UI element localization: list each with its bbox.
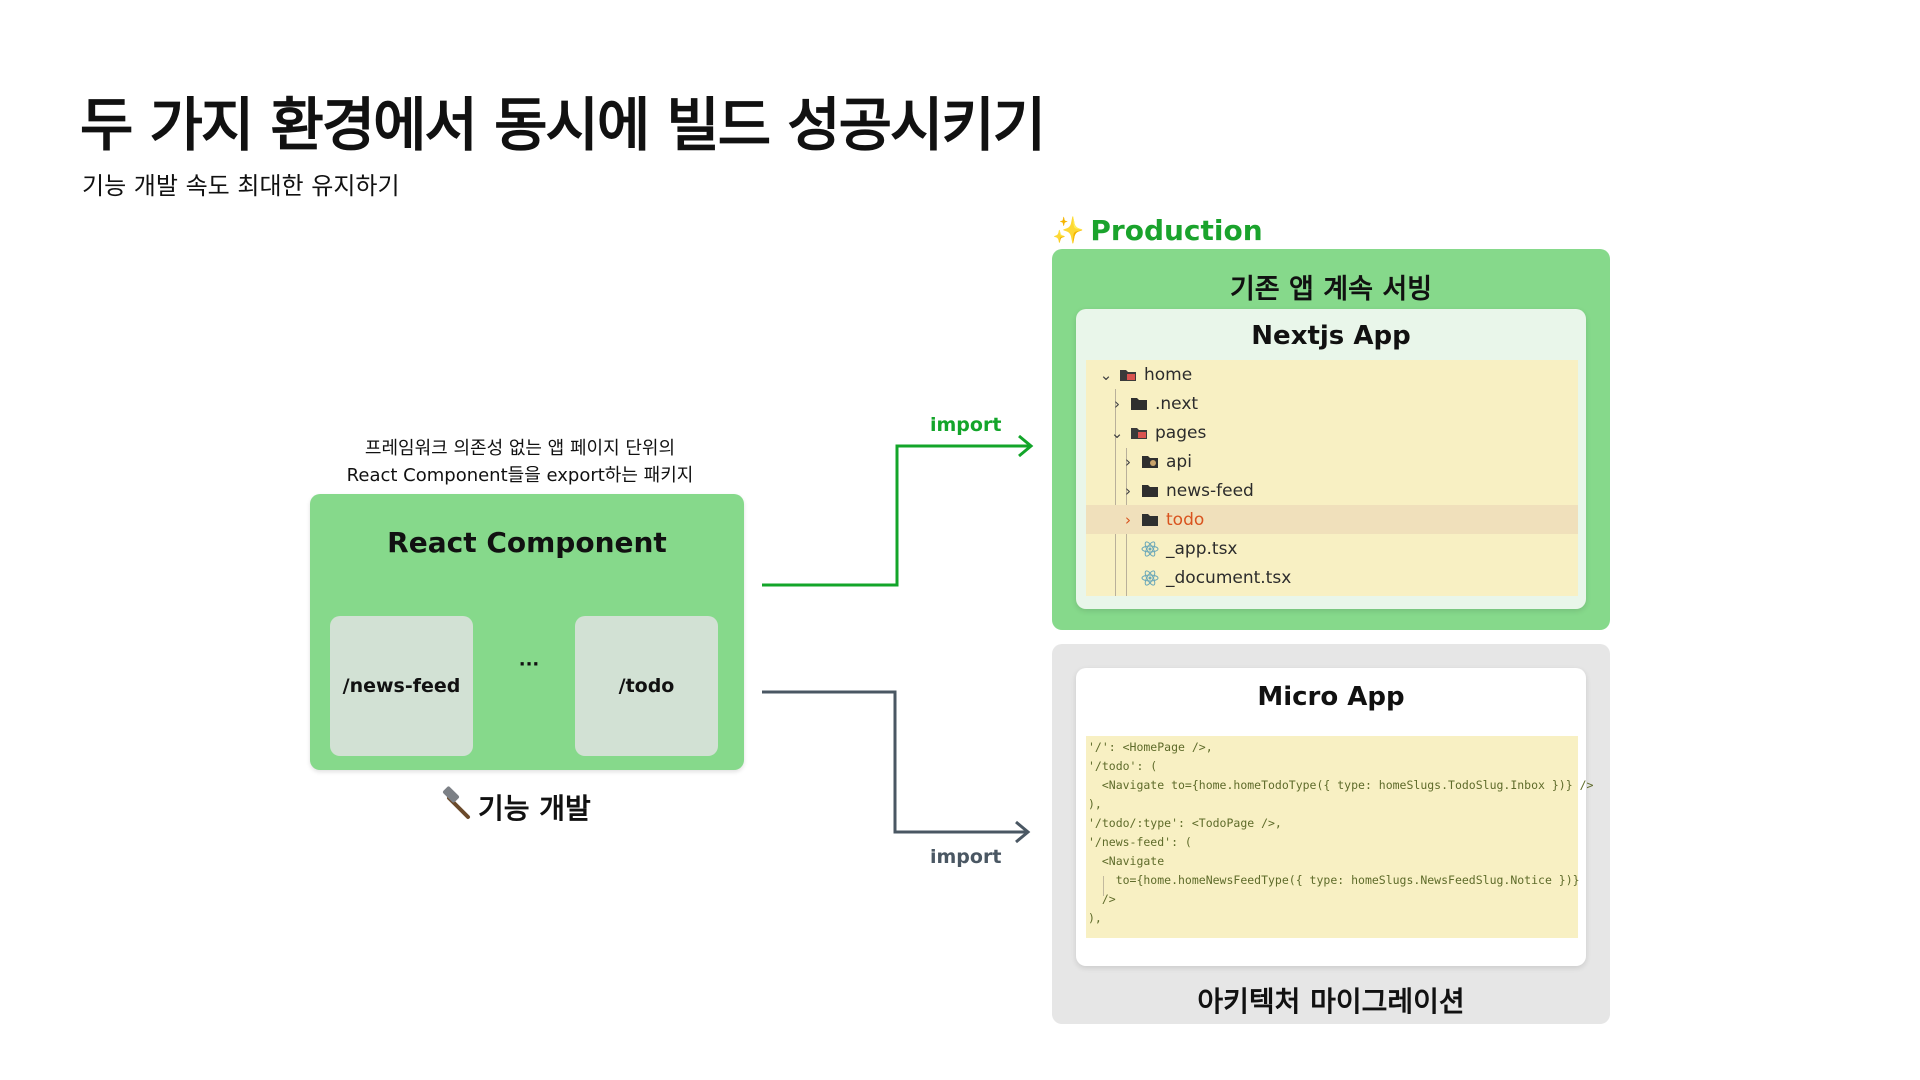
import-label-top: import [930, 414, 1002, 436]
code-block: '/': <HomePage />, '/todo': ( <Navigate … [1086, 736, 1593, 938]
import-arrowhead-production [1018, 434, 1034, 458]
page-subtitle: 기능 개발 속도 최대한 유지하기 [82, 172, 400, 200]
code-line: '/': <HomePage />, [1088, 740, 1213, 754]
tree-item-label: todo [1166, 509, 1205, 530]
tree-item-label: news-feed [1166, 480, 1254, 501]
code-line: to={home.homeNewsFeedType({ type: homeSl… [1088, 873, 1580, 887]
tree-guide-line [1115, 389, 1116, 596]
micro-app-card: Micro App '/': <HomePage />, '/todo': ( … [1076, 668, 1593, 966]
react-icon [1140, 569, 1160, 587]
micro-app-panel: Micro App '/': <HomePage />, '/todo': ( … [1052, 644, 1610, 1024]
nextjs-app-card: Nextjs App ⌄ home › .next ⌄ [1076, 309, 1586, 609]
feature-dev-text: 기능 개발 [478, 791, 591, 825]
code-guide-line [1103, 876, 1104, 896]
chevron-down-icon: ⌄ [1110, 423, 1124, 442]
code-line: <Navigate to={home.homeTodoType({ type: … [1088, 778, 1594, 792]
import-arrow-micro [762, 690, 1027, 834]
micro-app-footer: 아키텍처 마이그레이션 [1197, 985, 1465, 1018]
todo-page-label: /todo [618, 675, 675, 697]
tree-item-pages[interactable]: ⌄ pages [1086, 418, 1578, 447]
react-component-box: React Component /news-feed ··· /todo [310, 494, 744, 770]
import-arrowhead-micro [1015, 820, 1031, 844]
chevron-right-icon: › [1125, 510, 1131, 529]
chevron-right-icon: › [1125, 481, 1131, 500]
code-line: '/todo/:type': <TodoPage />, [1088, 816, 1282, 830]
folder-open-red-icon [1118, 368, 1138, 382]
tree-item-app-tsx[interactable]: _app.tsx [1086, 534, 1578, 563]
folder-open-red-icon [1129, 426, 1149, 440]
code-line: ), [1088, 911, 1102, 925]
tree-item-api[interactable]: › api [1086, 447, 1578, 476]
tree-item-label: _app.tsx [1166, 538, 1238, 559]
chevron-down-icon: ⌄ [1099, 365, 1113, 384]
production-panel: 기존 앱 계속 서빙 Nextjs App ⌄ home › .next ⌄ [1052, 249, 1610, 630]
tree-item-label: _document.tsx [1166, 567, 1292, 588]
hammer-icon [440, 786, 474, 827]
folder-icon [1140, 513, 1160, 527]
production-panel-title: 기존 앱 계속 서빙 [1229, 274, 1433, 305]
tree-item-todo[interactable]: › todo [1086, 505, 1578, 534]
import-label-bottom: import [930, 846, 1002, 868]
code-line: '/todo': ( [1088, 759, 1158, 773]
feature-dev-label: 기능 개발 [440, 786, 591, 827]
code-line: ), [1088, 797, 1102, 811]
news-feed-page-label: /news-feed [342, 675, 461, 697]
page-title: 두 가지 환경에서 동시에 빌드 성공시키기 [80, 91, 1046, 159]
sparkles-icon: ✨ [1052, 215, 1085, 246]
file-tree: ⌄ home › .next ⌄ pages [1086, 360, 1578, 596]
folder-gear-icon [1140, 455, 1160, 469]
tree-item-news-feed[interactable]: › news-feed [1086, 476, 1578, 505]
todo-page-box: /todo [575, 616, 718, 756]
tree-item-label: api [1166, 451, 1192, 472]
tree-item-label: pages [1155, 422, 1207, 443]
import-arrow-production [762, 444, 1030, 587]
react-component-caption: 프레임워크 의존성 없는 앱 페이지 단위의 React Component들을… [300, 435, 740, 489]
code-line: /> [1088, 892, 1116, 906]
react-component-title: React Component [387, 526, 667, 559]
tree-item-document-tsx[interactable]: _document.tsx [1086, 563, 1578, 592]
tree-item-home[interactable]: ⌄ home [1086, 360, 1578, 389]
chevron-right-icon: › [1114, 394, 1120, 413]
code-line: '/news-feed': ( [1088, 835, 1192, 849]
tree-item-next[interactable]: › .next [1086, 389, 1578, 418]
folder-icon [1129, 397, 1149, 411]
production-label: ✨ Production [1052, 214, 1263, 247]
react-icon [1140, 540, 1160, 558]
code-line: <Navigate [1088, 854, 1165, 868]
ellipsis: ··· [518, 654, 540, 675]
tree-item-label: .next [1155, 393, 1199, 414]
caption-line-1: 프레임워크 의존성 없는 앱 페이지 단위의 [364, 438, 676, 459]
caption-line-2: React Component들을 export하는 패키지 [346, 465, 694, 486]
chevron-right-icon: › [1125, 452, 1131, 471]
micro-app-title: Micro App [1257, 682, 1405, 712]
production-text: Production [1090, 214, 1263, 247]
news-feed-page-box: /news-feed [330, 616, 473, 756]
folder-icon [1140, 484, 1160, 498]
tree-item-label: home [1144, 364, 1193, 385]
nextjs-app-title: Nextjs App [1251, 321, 1411, 351]
